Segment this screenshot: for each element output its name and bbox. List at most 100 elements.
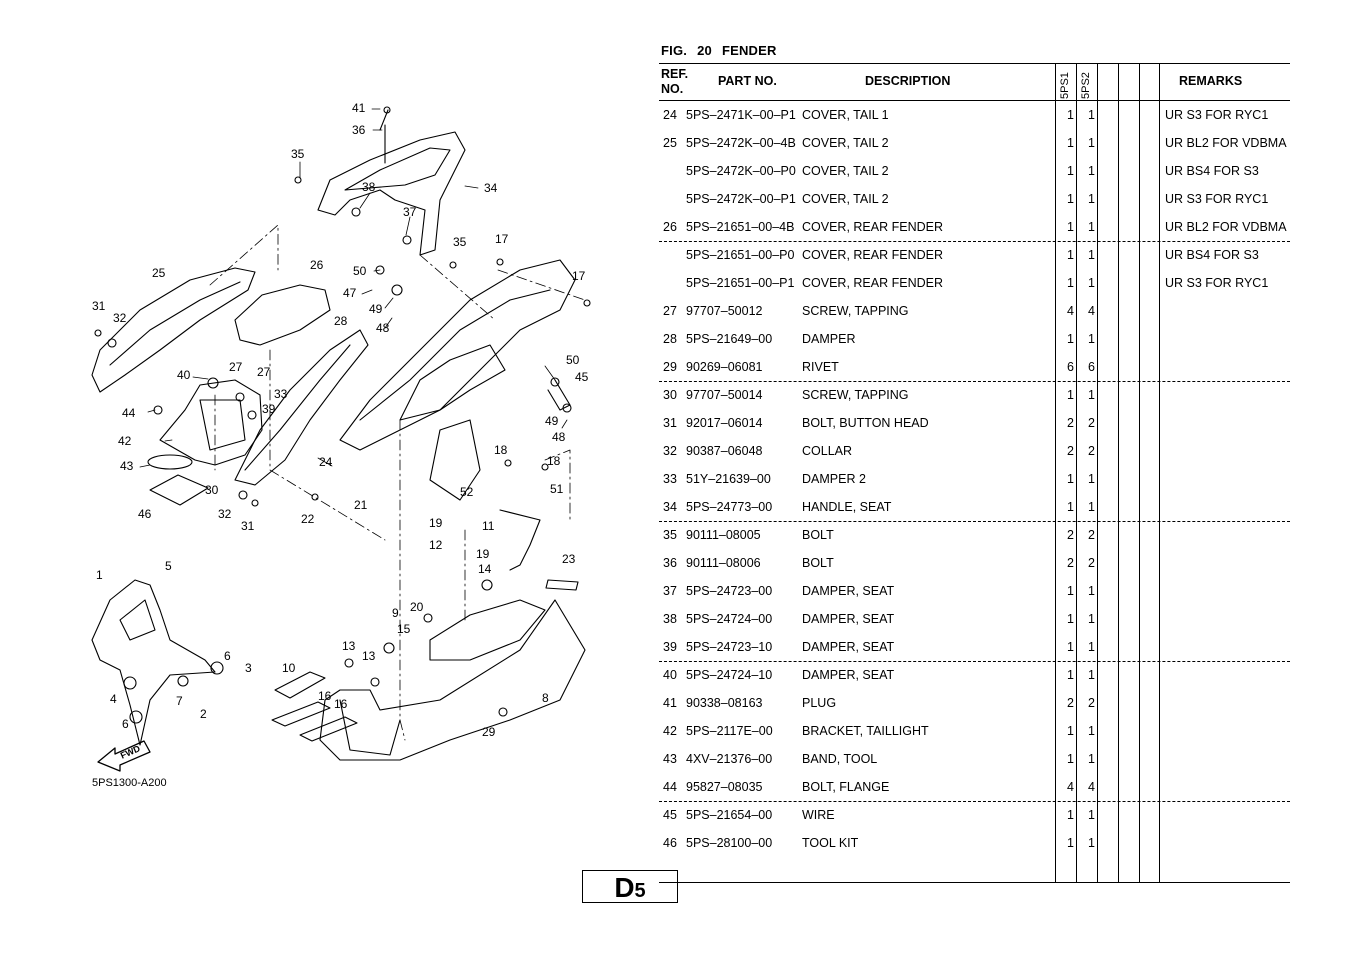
cell-part-no: 5PS–24723–10 <box>686 640 773 654</box>
fender-diagram-drawing <box>91 106 591 772</box>
callout-32b: 32 <box>218 507 232 521</box>
callout-25: 25 <box>152 266 166 280</box>
cell-q1: 1 <box>1067 388 1074 402</box>
cell-q2: 1 <box>1088 808 1095 822</box>
cell-description: COLLAR <box>802 444 853 458</box>
cell-q1: 1 <box>1067 248 1074 262</box>
cell-part-no: 92017–06014 <box>686 416 763 430</box>
cell-ref: 43 <box>663 752 677 766</box>
cell-ref: 30 <box>663 388 677 402</box>
cell-description: DAMPER, SEAT <box>802 612 895 626</box>
cell-q1: 1 <box>1067 472 1074 486</box>
callout-30: 30 <box>205 483 219 497</box>
figure-label: FIG. <box>661 43 688 58</box>
cell-part-no: 5PS–21651–00–P1 <box>686 276 795 290</box>
cell-q2: 1 <box>1088 612 1095 626</box>
cell-q1: 2 <box>1067 528 1074 542</box>
figure-number: 20 <box>697 43 712 58</box>
cell-part-no: 4XV–21376–00 <box>686 752 773 766</box>
cell-ref: 35 <box>663 528 677 542</box>
cell-part-no: 5PS–2472K–00–P0 <box>686 164 796 178</box>
callout-13: 13 <box>342 639 356 653</box>
callout-8: 8 <box>542 691 549 705</box>
cell-description: COVER, TAIL 1 <box>802 108 889 122</box>
cell-q2: 1 <box>1088 192 1095 206</box>
cell-ref: 27 <box>663 304 677 318</box>
header-ref-line1: REF. <box>661 67 689 81</box>
cell-q1: 1 <box>1067 752 1074 766</box>
cell-q1: 2 <box>1067 416 1074 430</box>
callout-46: 46 <box>138 507 152 521</box>
callout-43: 43 <box>120 459 134 473</box>
page-footer-line <box>678 882 1290 883</box>
cell-remarks: UR BS4 FOR S3 <box>1165 164 1259 178</box>
callout-48b: 48 <box>552 430 566 444</box>
cell-q2: 2 <box>1088 416 1095 430</box>
col-divider-1 <box>1055 63 1056 882</box>
cell-description: WIRE <box>802 808 835 822</box>
cell-description: BOLT <box>802 528 834 542</box>
cell-description: HANDLE, SEAT <box>802 500 892 514</box>
table-header-border <box>659 100 1290 101</box>
cell-q1: 1 <box>1067 108 1074 122</box>
cell-q2: 2 <box>1088 528 1095 542</box>
cell-description: BAND, TOOL <box>802 752 878 766</box>
cell-remarks: UR S3 FOR RYC1 <box>1165 276 1269 290</box>
cell-q1: 1 <box>1067 276 1074 290</box>
cell-part-no: 5PS–24723–00 <box>686 584 773 598</box>
cell-q1: 1 <box>1067 668 1074 682</box>
cell-ref: 42 <box>663 724 677 738</box>
cell-part-no: 5PS–2117E–00 <box>686 724 773 738</box>
cell-q2: 1 <box>1088 220 1095 234</box>
header-model-5ps2: 5PS2 <box>1080 72 1092 99</box>
header-description: DESCRIPTION <box>865 74 951 88</box>
cell-description: COVER, TAIL 2 <box>802 164 889 178</box>
cell-part-no: 90387–06048 <box>686 444 763 458</box>
cell-q1: 1 <box>1067 136 1074 150</box>
cell-q2: 1 <box>1088 640 1095 654</box>
cell-part-no: 90111–08006 <box>686 556 761 570</box>
callout-12: 12 <box>429 538 443 552</box>
callout-42: 42 <box>118 434 132 448</box>
callout-4: 4 <box>110 692 117 706</box>
callout-2: 2 <box>200 707 207 721</box>
callout-14: 14 <box>478 562 492 576</box>
cell-ref: 24 <box>663 108 677 122</box>
callout-31b: 31 <box>241 519 255 533</box>
callout-15: 15 <box>397 622 411 636</box>
cell-ref: 33 <box>663 472 677 486</box>
cell-part-no: 5PS–24724–10 <box>686 668 773 682</box>
cell-q2: 4 <box>1088 304 1095 318</box>
callout-41: 41 <box>352 101 366 115</box>
callout-16b: 16 <box>334 697 348 711</box>
cell-description: COVER, TAIL 2 <box>802 136 889 150</box>
cell-q2: 1 <box>1088 136 1095 150</box>
cell-ref: 32 <box>663 444 677 458</box>
callout-48: 48 <box>376 321 390 335</box>
callout-44: 44 <box>122 406 136 420</box>
cell-q2: 1 <box>1088 668 1095 682</box>
callout-28: 28 <box>334 314 348 328</box>
cell-description: BOLT, FLANGE <box>802 780 890 794</box>
callout-17: 17 <box>495 232 509 246</box>
cell-part-no: 5PS–21649–00 <box>686 332 773 346</box>
cell-part-no: 5PS–21651–00–P0 <box>686 248 795 262</box>
callout-18b: 18 <box>547 454 561 468</box>
cell-q2: 1 <box>1088 248 1095 262</box>
cell-q2: 1 <box>1088 724 1095 738</box>
cell-q1: 2 <box>1067 696 1074 710</box>
cell-description: DAMPER, SEAT <box>802 584 895 598</box>
callout-23: 23 <box>562 552 576 566</box>
cell-description: SCREW, TAPPING <box>802 388 909 402</box>
cell-q1: 1 <box>1067 220 1074 234</box>
callout-31: 31 <box>92 299 106 313</box>
header-ref-no: REF. NO. <box>661 67 688 97</box>
